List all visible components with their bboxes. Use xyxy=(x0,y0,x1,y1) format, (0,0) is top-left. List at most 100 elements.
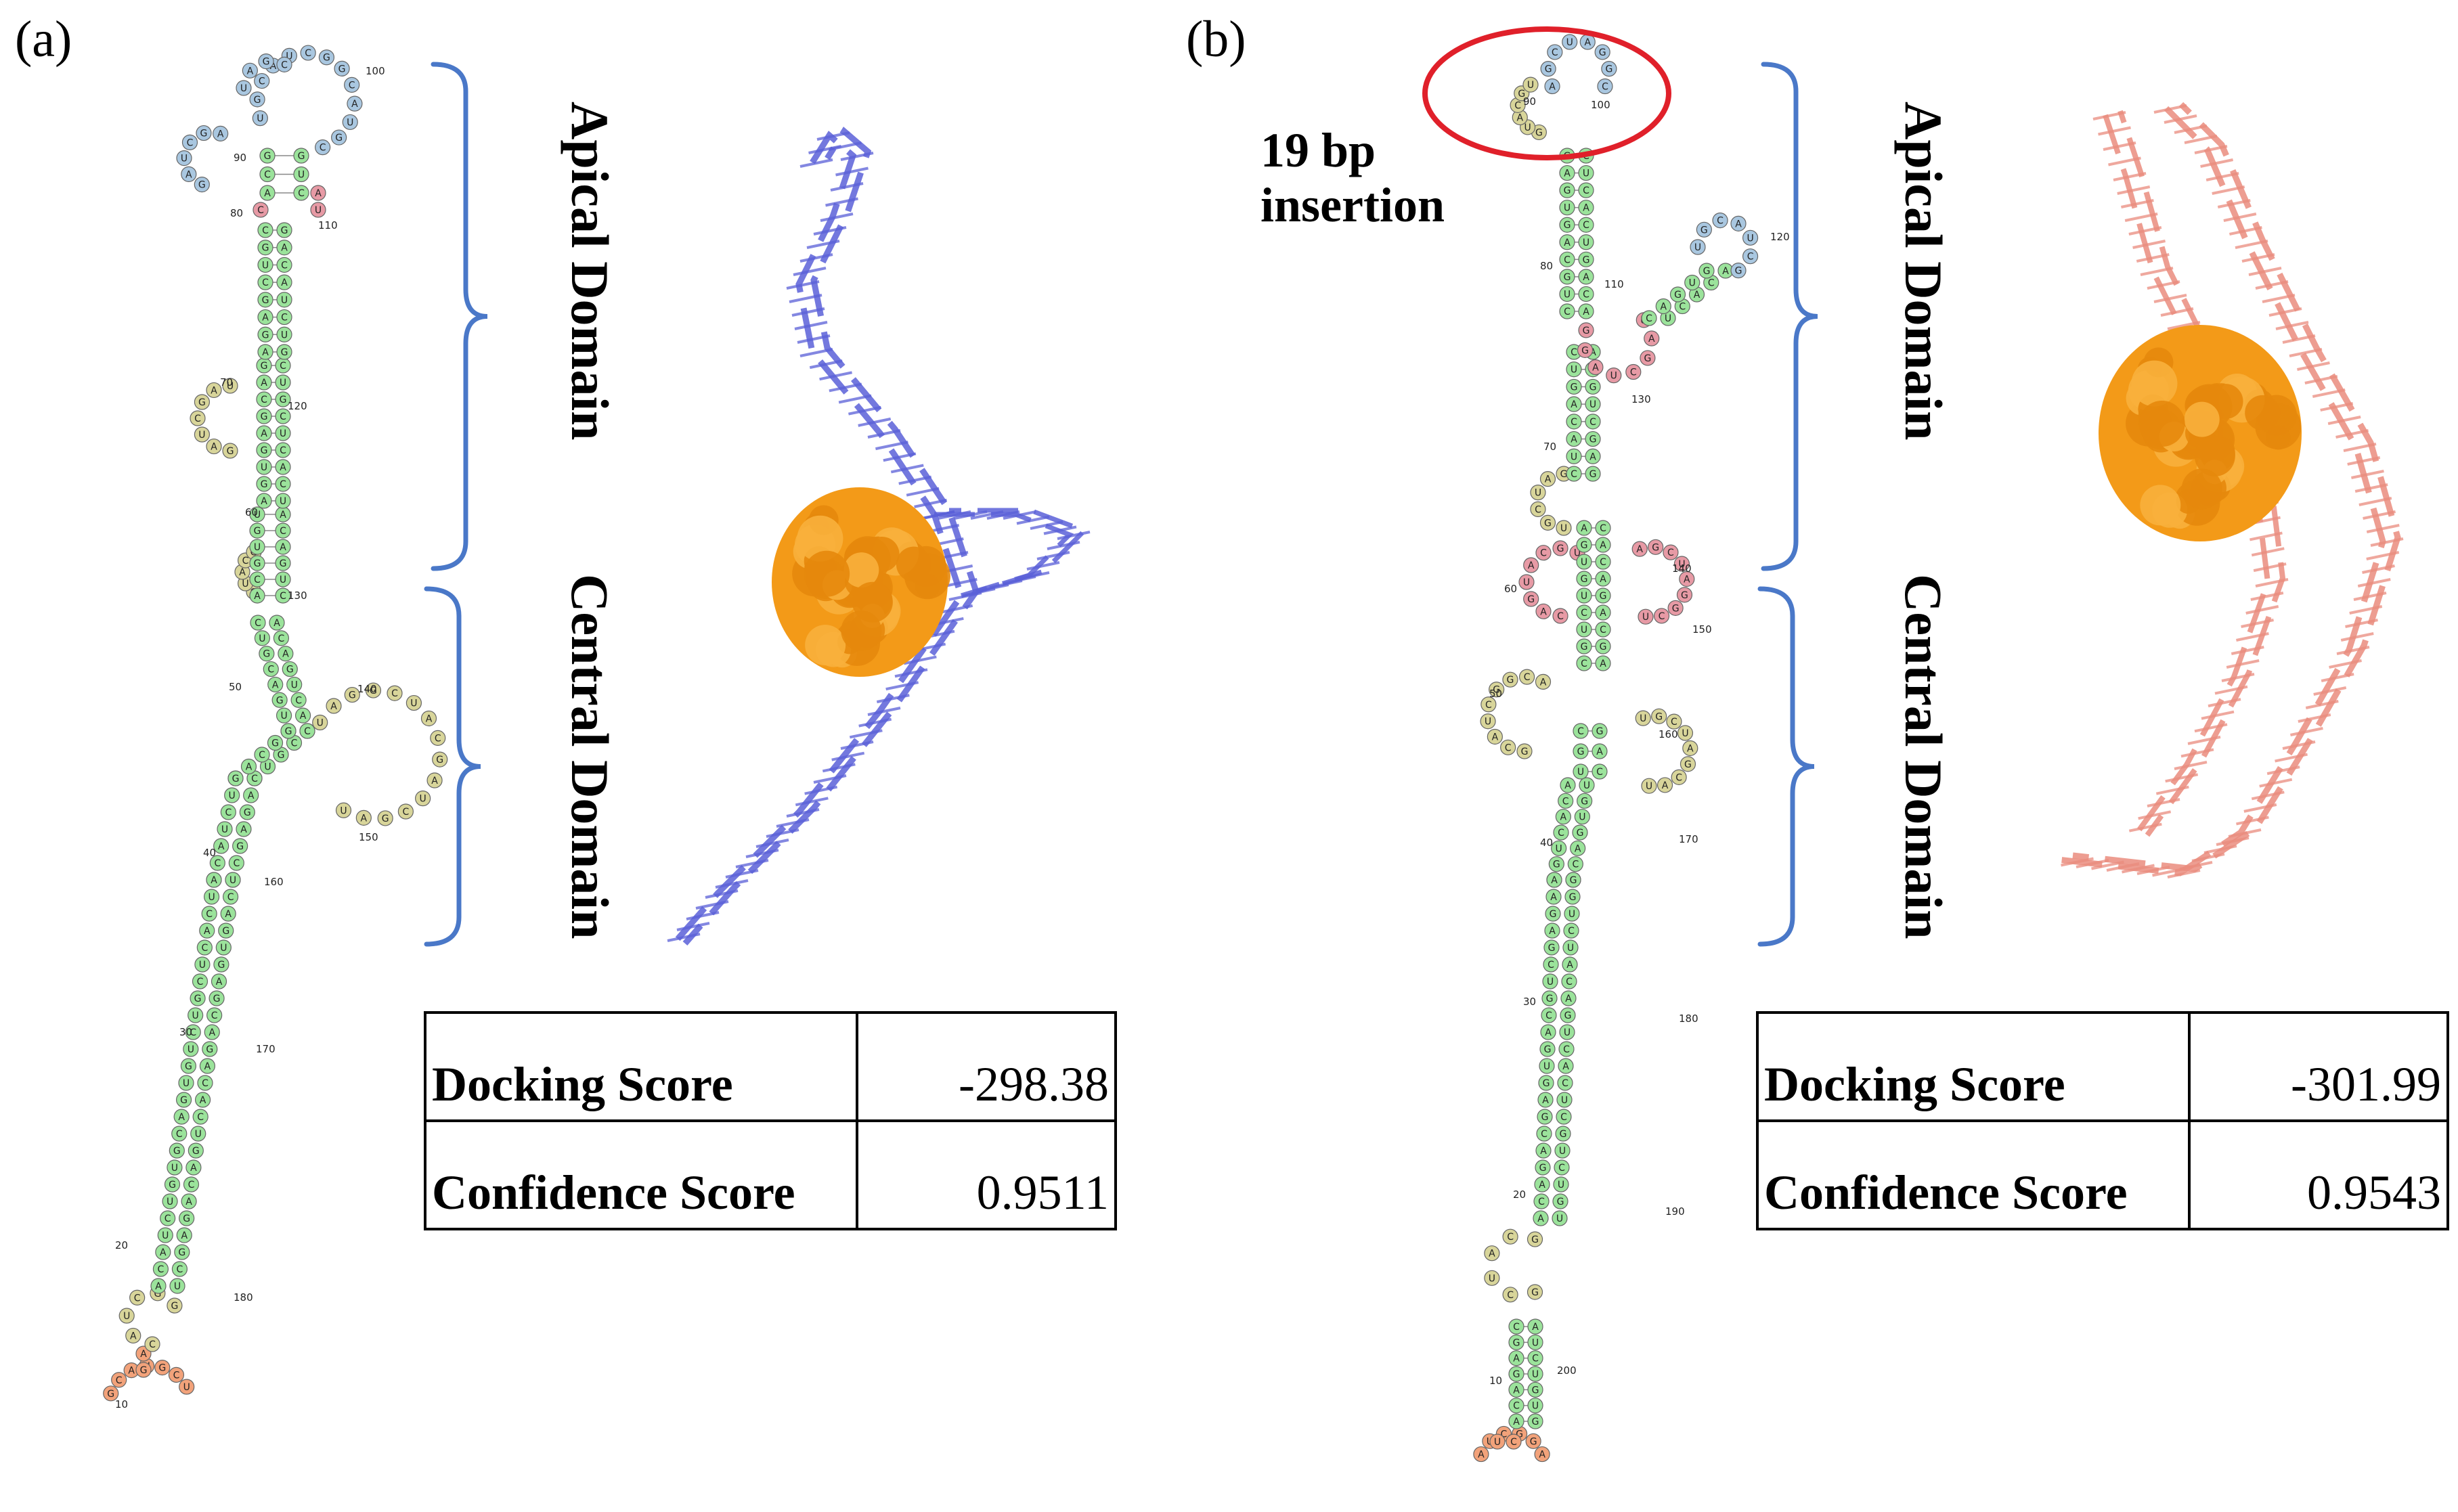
base-rung xyxy=(1043,525,1077,535)
nucleotide: U xyxy=(335,802,352,818)
base-rung xyxy=(2214,685,2248,695)
nucleotide-circle xyxy=(1601,61,1617,77)
nucleotide-base: G xyxy=(1550,909,1557,920)
position-number: 120 xyxy=(1770,231,1790,243)
nucleotide-circle xyxy=(1559,200,1575,216)
nucleotide-circle xyxy=(275,493,291,509)
base-rung xyxy=(2184,135,2218,144)
nucleotide-circle xyxy=(218,922,234,939)
nucleotide: U xyxy=(203,889,220,905)
base-rung xyxy=(2362,564,2395,574)
nucleotide-base: C xyxy=(1581,659,1587,669)
nucleotide-circle xyxy=(344,686,360,703)
nucleotide-base: G xyxy=(1581,540,1588,551)
nucleotide: U xyxy=(1522,76,1539,93)
nucleotide-base: G xyxy=(1564,220,1571,231)
nucleotide-base: U xyxy=(183,1382,190,1393)
nucleotide-circle xyxy=(267,734,284,751)
nucleotide-circle xyxy=(1559,217,1575,233)
nucleotide-circle xyxy=(420,710,437,727)
backbone-strand xyxy=(682,127,980,946)
base-rung xyxy=(2167,321,2201,330)
nucleotide-circle xyxy=(276,240,292,256)
nucleotide: C xyxy=(1527,1350,1543,1366)
nucleotide: C xyxy=(253,202,269,218)
nucleotide-circle xyxy=(196,939,213,956)
nucleotide-circle xyxy=(181,134,198,150)
nucleotide-base: G xyxy=(261,445,268,456)
base-rung xyxy=(809,359,843,370)
panel-b-label: (b) xyxy=(1186,11,1246,68)
nucleotide-base: C xyxy=(349,80,355,91)
nucleotide-circle xyxy=(118,1308,135,1324)
nucleotide-circle xyxy=(257,257,273,273)
base-rung xyxy=(858,717,892,728)
nucleotide-base: U xyxy=(1747,233,1753,244)
nucleotide: G xyxy=(239,804,255,820)
nucleotide-circle xyxy=(1484,1245,1500,1262)
nucleotide: U xyxy=(118,1308,135,1324)
nucleotide-base: C xyxy=(1596,767,1603,778)
nucleotide-circle xyxy=(275,459,291,475)
nucleotide-base: C xyxy=(305,48,311,59)
nucleotide-circle xyxy=(1489,1433,1506,1450)
nucleotide: U xyxy=(157,1227,173,1243)
base-rung xyxy=(830,182,864,192)
nucleotide-base: U xyxy=(1532,1369,1539,1380)
nucleotide-circle xyxy=(282,661,298,677)
nucleotide: U xyxy=(179,1379,195,1395)
nucleotide-circle xyxy=(1712,213,1728,229)
nucleotide-base: A xyxy=(262,347,269,358)
3d-models xyxy=(667,102,2404,950)
nucleotide-base: G xyxy=(236,841,244,852)
base-rung xyxy=(2262,294,2296,303)
base-rung xyxy=(2106,862,2140,872)
nucleotide-base: A xyxy=(239,567,246,578)
nucleotide: U xyxy=(1527,1366,1543,1382)
nucleotide-circle xyxy=(299,723,315,739)
nucleotide-base: A xyxy=(178,1112,185,1123)
nucleotide-circle xyxy=(222,889,239,905)
nucleotide-circle xyxy=(256,459,272,475)
nucleotide: A xyxy=(355,809,372,826)
nucleotide-base: A xyxy=(1492,732,1499,742)
nucleotide-circle xyxy=(257,309,273,326)
nucleotide-base: A xyxy=(1549,926,1556,937)
nucleotide: U xyxy=(252,110,268,127)
nucleotide-circle xyxy=(276,707,292,724)
base-rung xyxy=(2228,828,2262,838)
nucleotide: U xyxy=(225,872,241,888)
nucleotide-base: G xyxy=(200,129,208,139)
nucleotide-circle xyxy=(276,292,292,308)
nucleotide-circle xyxy=(227,770,244,786)
nucleotide-base: G xyxy=(370,686,377,696)
nucleotide: U xyxy=(256,459,272,475)
nucleotide-base: U xyxy=(192,1010,199,1021)
nucleotide-circle xyxy=(1587,359,1604,376)
nucleotide-base: A xyxy=(216,977,223,987)
position-number: 160 xyxy=(1659,728,1678,740)
nucleotide-base: G xyxy=(254,526,261,537)
nucleotide: G xyxy=(1585,378,1601,395)
nucleotide-base: G xyxy=(1605,64,1612,75)
nucleotide: C xyxy=(275,408,291,424)
nucleotide-base: G xyxy=(154,1289,161,1299)
nucleotide-circle xyxy=(1671,769,1687,785)
nucleotide-circle xyxy=(197,1075,213,1091)
nucleotide: G xyxy=(213,956,229,973)
base-rung xyxy=(906,487,940,497)
nucleotide-base: G xyxy=(1599,47,1606,58)
nucleotide-base: G xyxy=(1546,994,1554,1004)
nucleotide: U xyxy=(1564,906,1580,922)
nucleotide-circle xyxy=(1641,778,1657,794)
nucleotide-circle xyxy=(1576,621,1592,638)
nucleotide-base: G xyxy=(1543,1078,1550,1089)
nucleotide: G xyxy=(1559,269,1575,285)
nucleotide-circle xyxy=(1585,396,1601,412)
nucleotide: A xyxy=(1487,728,1503,745)
nucleotide: A xyxy=(1534,1176,1550,1193)
nucleotide-circle xyxy=(220,906,236,922)
nucleotide-base: U xyxy=(183,1078,190,1089)
nucleotide: G xyxy=(227,770,244,786)
base-rung xyxy=(903,655,937,665)
